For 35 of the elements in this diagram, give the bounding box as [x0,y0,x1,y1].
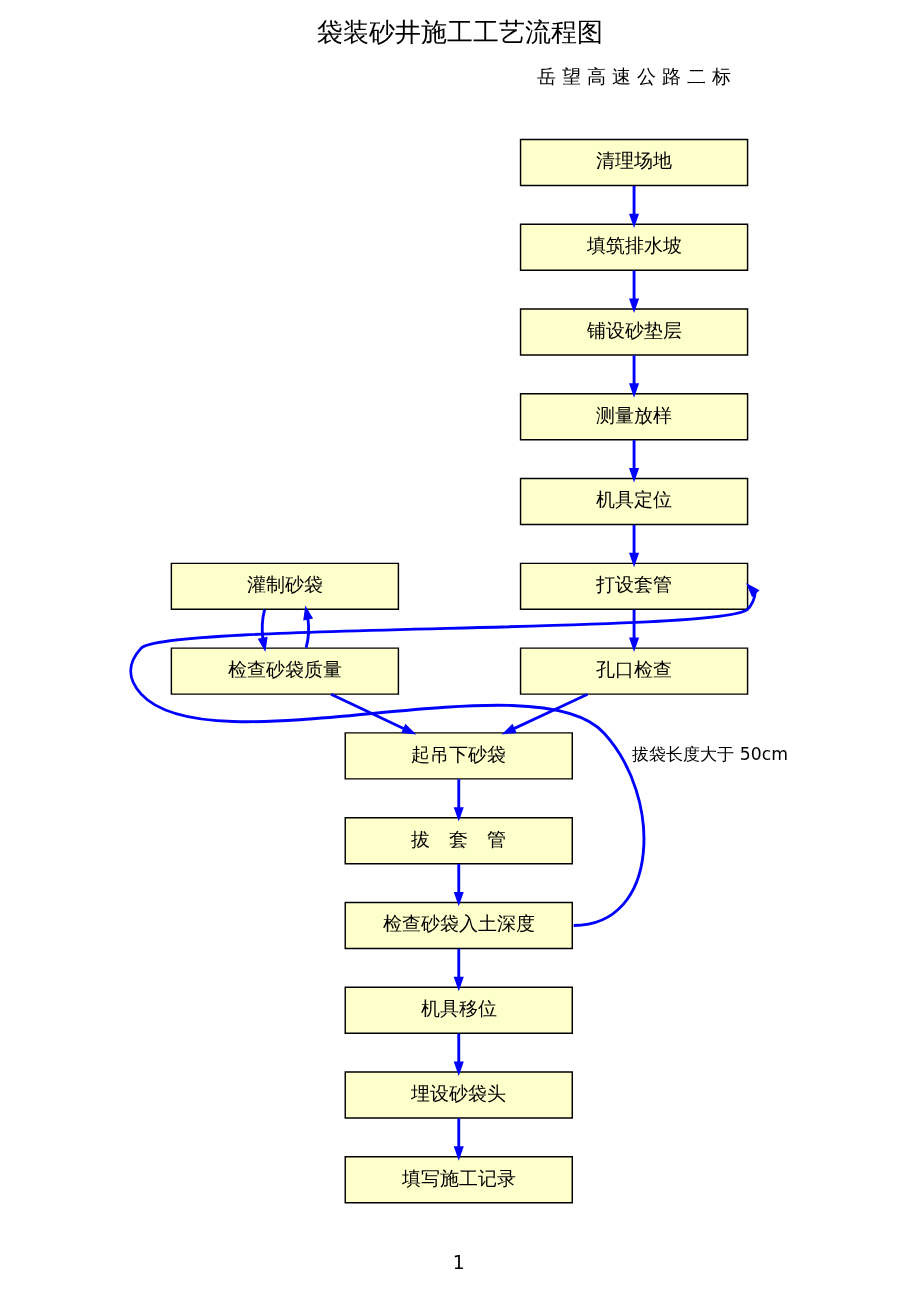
arrow [629,524,640,568]
node-box: 检查砂袋入土深度 [344,901,573,950]
arrow [629,440,640,483]
node-box: 孔口检查 [519,647,749,695]
diagram-title: 袋装砂井施工工艺流程图 [316,16,603,47]
node-box: 机具定位 [519,477,749,526]
label: 岳 望 高 速 公 路 二 标 [537,65,731,87]
arrow [303,605,314,648]
label: 1 [452,1252,465,1274]
arrow [257,609,268,652]
node-box: 检查砂袋质量 [170,647,400,695]
arrow [629,270,640,313]
node-box: 填写施工记录 [344,1156,573,1204]
node-box: 拔 套 管 [344,816,573,865]
arrow [629,609,640,653]
node-box: 填筑排水坡 [519,223,749,271]
arrow [629,185,640,229]
node-box: 埋设砂袋头 [344,1071,573,1119]
node-box: 测量放样 [519,393,749,441]
edge-label: 拔袋长度大于 50cm [632,744,789,765]
arrow [130,583,760,927]
arrow [453,1033,464,1076]
node-box: 起吊下砂袋 [344,732,573,780]
arrow [501,693,589,735]
node-box: 清理场地 [519,138,749,187]
arrow [453,1118,464,1161]
arrow [453,948,464,992]
arrow [330,693,417,735]
arrow [629,355,640,398]
node-box: 机具移位 [344,986,573,1034]
node-box: 铺设砂垫层 [519,308,749,356]
arrow [453,864,464,907]
node-box: 灌制砂袋 [170,562,400,611]
arrow [453,779,464,822]
node-box: 打设套管 [519,562,749,611]
